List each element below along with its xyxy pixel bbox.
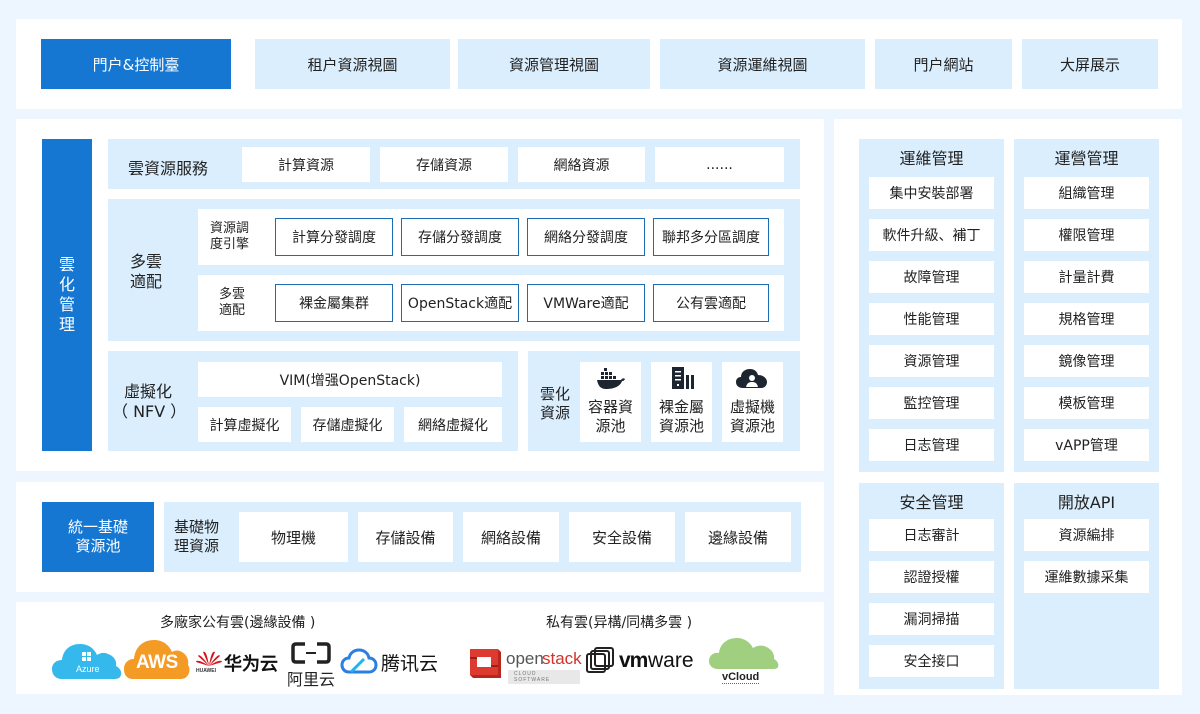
huawei-sub-text: HUAWEI (196, 668, 216, 674)
operation-item[interactable]: 組織管理 (1024, 177, 1149, 209)
nav-resource-mgmt-view[interactable]: 資源管理視圖 (458, 39, 650, 89)
operation-item[interactable]: 權限管理 (1024, 219, 1149, 251)
schedule-federated[interactable]: 聯邦多分區調度 (653, 218, 769, 256)
vcloud-logo: vCloud (708, 634, 782, 686)
tencent-cloud-icon (340, 648, 378, 674)
openstack-cube-icon (470, 649, 501, 678)
private-cloud-title: 私有雲(异構/同構多雲 ) (546, 615, 693, 631)
adapter-public-cloud[interactable]: 公有雲適配 (653, 284, 769, 322)
ops-item[interactable]: 故障管理 (869, 261, 994, 293)
security-device[interactable]: 安全設備 (569, 512, 675, 562)
scheduler-label: 資源調 度引擎 (210, 221, 250, 253)
vmware-squares-icon (586, 647, 614, 673)
pool-baremetal[interactable]: 裸金屬 資源池 (651, 362, 712, 442)
adapter-baremetal[interactable]: 裸金屬集群 (275, 284, 393, 322)
server-rack-icon (672, 367, 694, 389)
ops-mgmt-title: 運維管理 (899, 149, 964, 168)
virtualization-label: 虛擬化 （ NFV ） (112, 382, 187, 421)
physical-machine[interactable]: 物理機 (239, 512, 348, 562)
ops-item[interactable]: 集中安裝部署 (869, 177, 994, 209)
operation-item[interactable]: vAPP管理 (1024, 429, 1149, 461)
nav-portal-site[interactable]: 門户網站 (875, 39, 1012, 89)
vim-openstack[interactable]: VIM(增强OpenStack) (198, 362, 502, 397)
huawei-petal-icon (196, 651, 222, 666)
ops-item[interactable]: 日志管理 (869, 429, 994, 461)
service-compute[interactable]: 計算資源 (242, 147, 370, 182)
service-network[interactable]: 網絡資源 (518, 147, 645, 182)
huawei-text: 华为云 (224, 654, 278, 675)
public-cloud-title: 多廠家公有雲(邊緣設備 ) (160, 615, 316, 631)
network-device[interactable]: 網絡設備 (463, 512, 559, 562)
nav-resource-ops-view[interactable]: 資源運維視圖 (660, 39, 865, 89)
pool-container[interactable]: 容器資 源池 (580, 362, 641, 442)
adapter-vmware[interactable]: VMWare適配 (527, 284, 645, 322)
tencent-logo: 腾讯云 (340, 646, 442, 678)
pool-vm[interactable]: 虛擬機 資源池 (722, 362, 783, 442)
vcloud-cloud-icon (709, 638, 779, 669)
ops-item[interactable]: 性能管理 (869, 303, 994, 335)
virt-storage[interactable]: 存儲虛擬化 (301, 407, 394, 442)
operation-item[interactable]: 計量計費 (1024, 261, 1149, 293)
edge-device[interactable]: 邊緣設備 (685, 512, 791, 562)
security-mgmt-title: 安全管理 (899, 493, 964, 512)
huawei-logo: HUAWEI 华为云 (196, 648, 284, 678)
schedule-compute[interactable]: 計算分發調度 (275, 218, 393, 256)
virt-network[interactable]: 網絡虛擬化 (404, 407, 502, 442)
open-api-title: 開放API (1057, 493, 1116, 512)
aliyun-logo: 阿里云 (287, 640, 337, 689)
adapter-label: 多雲 適配 (218, 286, 245, 318)
ops-item[interactable]: 資源管理 (869, 345, 994, 377)
security-item[interactable]: 安全接口 (869, 645, 994, 677)
openstack-text-stack: stack (542, 649, 582, 668)
cloud-mgmt-side-label: 雲 化 管 理 (42, 139, 92, 451)
aws-logo: AWS (124, 638, 190, 680)
pool-baremetal-label: 裸金屬 資源池 (658, 398, 704, 435)
openstack-text-open: open (506, 649, 544, 668)
adapter-openstack[interactable]: OpenStack適配 (401, 284, 519, 322)
azure-text: Azure (76, 664, 100, 674)
virt-compute[interactable]: 計算虛擬化 (198, 407, 291, 442)
aws-cloud-icon (124, 640, 190, 679)
azure-logo: Azure (52, 640, 122, 680)
unified-pool-label: 統一基礎 資源池 (42, 502, 154, 572)
pool-vm-label: 虛擬機 資源池 (729, 398, 775, 435)
nav-portal-console[interactable]: 門户&控制臺 (41, 39, 231, 89)
storage-device[interactable]: 存儲設備 (358, 512, 453, 562)
aliyun-text: 阿里云 (287, 670, 336, 689)
azure-cloud-icon (52, 644, 122, 679)
service-storage[interactable]: 存儲資源 (380, 147, 508, 182)
openstack-sub-text: CLOUD SOFTWARE (508, 670, 580, 684)
openstack-logo: open stack CLOUD SOFTWARE (468, 645, 582, 684)
vmware-text-vm: vm (619, 649, 648, 672)
operation-item[interactable]: 鏡像管理 (1024, 345, 1149, 377)
cloud-user-icon (736, 369, 767, 388)
ops-item[interactable]: 軟件升級、補丁 (869, 219, 994, 251)
vcloud-text: vCloud (722, 671, 760, 684)
physical-resources-label: 基礎物 理資源 (174, 518, 220, 555)
security-item[interactable]: 認證授權 (869, 561, 994, 593)
security-item[interactable]: 漏洞掃描 (869, 603, 994, 635)
aliyun-bracket-icon (291, 642, 331, 664)
api-item[interactable]: 資源編排 (1024, 519, 1149, 551)
aws-text: AWS (136, 652, 178, 673)
nav-big-screen[interactable]: 大屏展示 (1022, 39, 1158, 89)
schedule-network[interactable]: 網絡分發調度 (527, 218, 645, 256)
cloud-resources-label: 雲化 資源 (540, 385, 571, 422)
api-item[interactable]: 運維數據采集 (1024, 561, 1149, 593)
cloud-services-label: 雲資源服務 (128, 159, 209, 178)
pool-container-label: 容器資 源池 (587, 398, 633, 435)
docker-whale-icon (597, 368, 625, 389)
vmware-logo: vm ware (585, 646, 705, 678)
nav-tenant-view[interactable]: 租户資源視圖 (255, 39, 450, 89)
operation-item[interactable]: 模板管理 (1024, 387, 1149, 419)
multi-cloud-label: 多雲 適配 (130, 252, 163, 291)
schedule-storage[interactable]: 存儲分發調度 (401, 218, 519, 256)
service-more[interactable]: ...... (655, 147, 784, 182)
security-item[interactable]: 日志審計 (869, 519, 994, 551)
ops-item[interactable]: 監控管理 (869, 387, 994, 419)
vmware-text-ware: ware (648, 649, 694, 672)
operation-mgmt-title: 運營管理 (1054, 149, 1119, 168)
operation-item[interactable]: 規格管理 (1024, 303, 1149, 335)
tencent-text: 腾讯云 (381, 653, 439, 675)
